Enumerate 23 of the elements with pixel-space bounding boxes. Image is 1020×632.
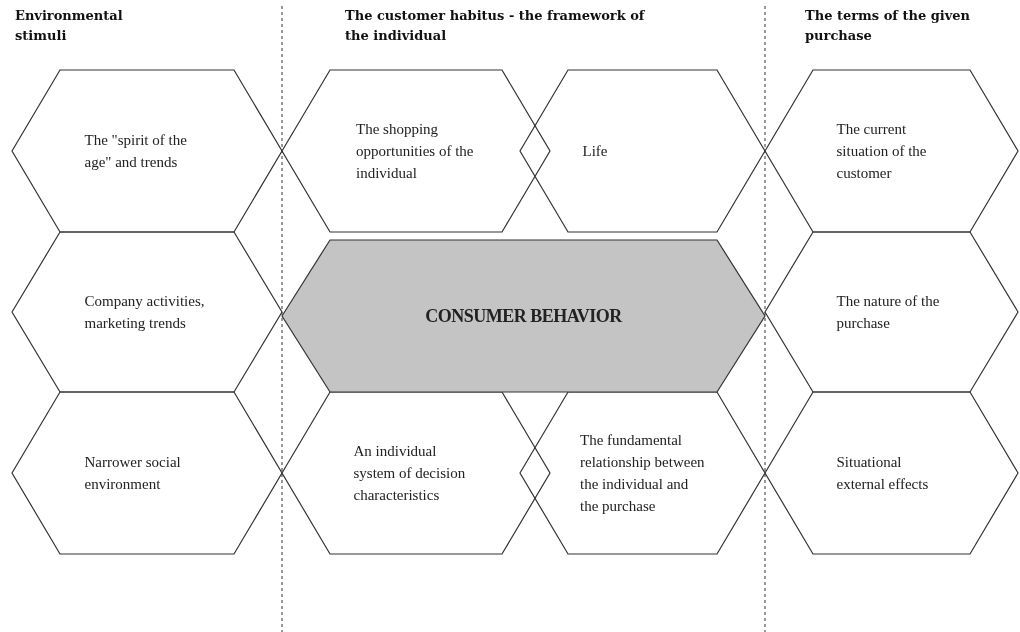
column-heading: The customer habitus - the framework of the individual — [345, 7, 645, 45]
central-hexagon — [282, 240, 765, 392]
hexagon — [282, 70, 550, 232]
hexagon-text: CONSUMER BEHAVIOR — [424, 305, 624, 327]
hexagon-text: Life — [582, 142, 609, 161]
hexagon-text: An individual system of decision characteristics — [353, 442, 467, 505]
column-heading: The terms of the given purchase — [805, 7, 971, 45]
hexagon — [765, 232, 1018, 392]
hexagon-text: Situational external effects — [836, 453, 930, 494]
column-heading: Environmental stimuli — [15, 7, 124, 45]
hexagon-text: Company activities, marketing trends — [84, 292, 206, 333]
hexagon — [12, 392, 282, 554]
hexagon — [765, 70, 1018, 232]
hexagon-text: Narrower social environment — [84, 453, 182, 494]
hexagon-text: The shopping opportunities of the individual — [356, 120, 475, 183]
hexagon — [765, 392, 1018, 554]
hexagon — [520, 70, 765, 232]
hexagon-text: The "spirit of the age" and trends — [84, 131, 188, 172]
hexagon-text: The current situation of the customer — [836, 120, 928, 183]
hexagon-text: The nature of the purchase — [836, 292, 941, 333]
hexagon — [12, 70, 282, 232]
hexagon-text: The fundamental relationship between the individual and the purchase — [580, 431, 705, 516]
hexagon — [12, 232, 282, 392]
